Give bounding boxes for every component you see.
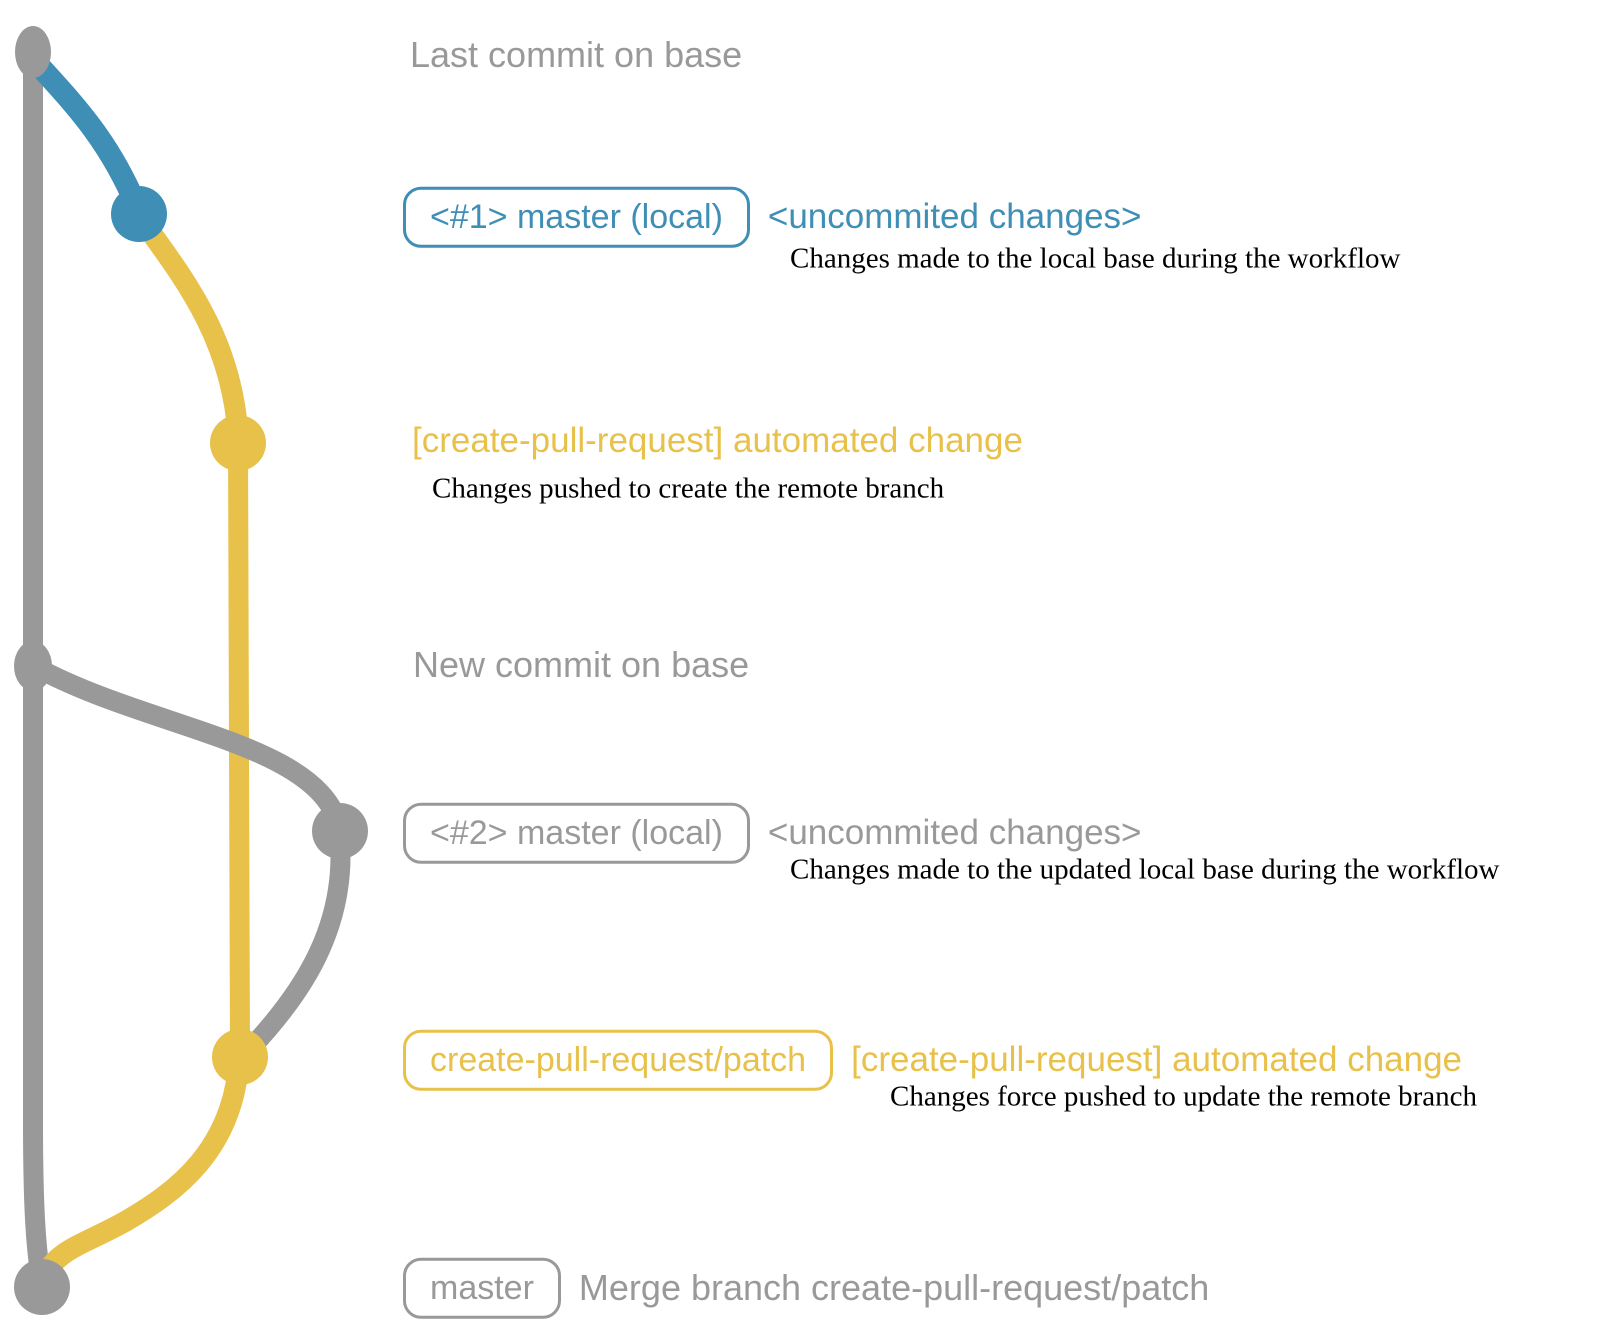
automated-change-label-1: [create-pull-request] automated change — [412, 421, 1023, 460]
branch-badge-master-local-1: <#1> master (local) — [403, 186, 750, 248]
caption-local-changes-1: Changes made to the local base during th… — [790, 242, 1401, 275]
uncommitted-changes-tag-2: <uncommited changes> — [767, 813, 1142, 852]
branch-badge-master: master — [403, 1257, 561, 1319]
commit-dot-remote-1 — [210, 415, 266, 471]
automated-change-label-2: [create-pull-request] automated change — [851, 1040, 1463, 1079]
commit-dot-remote-2 — [212, 1029, 268, 1085]
last-commit-label: Last commit on base — [410, 34, 743, 75]
commit-dot-local-2 — [312, 803, 368, 859]
commit-dot-local-1 — [111, 186, 167, 242]
commit-dot-merge — [14, 1259, 70, 1315]
branch-badge-master-local-2: <#2> master (local) — [403, 802, 750, 864]
new-commit-label: New commit on base — [413, 644, 750, 685]
caption-force-push: Changes force pushed to update the remot… — [890, 1080, 1478, 1113]
uncommitted-changes-tag-1: <uncommited changes> — [767, 197, 1142, 236]
force-push-curve — [239, 830, 351, 1060]
commit-dot-new-base — [14, 641, 52, 691]
merge-branch-label: Merge branch create-pull-request/patch — [578, 1267, 1210, 1308]
merge-curve — [32, 1049, 250, 1293]
caption-push-create-branch: Changes pushed to create the remote bran… — [432, 472, 945, 505]
git-graph — [14, 26, 368, 1315]
caption-local-changes-2: Changes made to the updated local base d… — [790, 853, 1500, 886]
remote-branch-out-curve — [128, 205, 249, 445]
branch-badge-patch: create-pull-request/patch — [403, 1029, 834, 1091]
local-change-curve-1 — [23, 49, 148, 218]
local-change-curve-2 — [24, 656, 350, 840]
commit-dot-last-base — [15, 26, 51, 78]
